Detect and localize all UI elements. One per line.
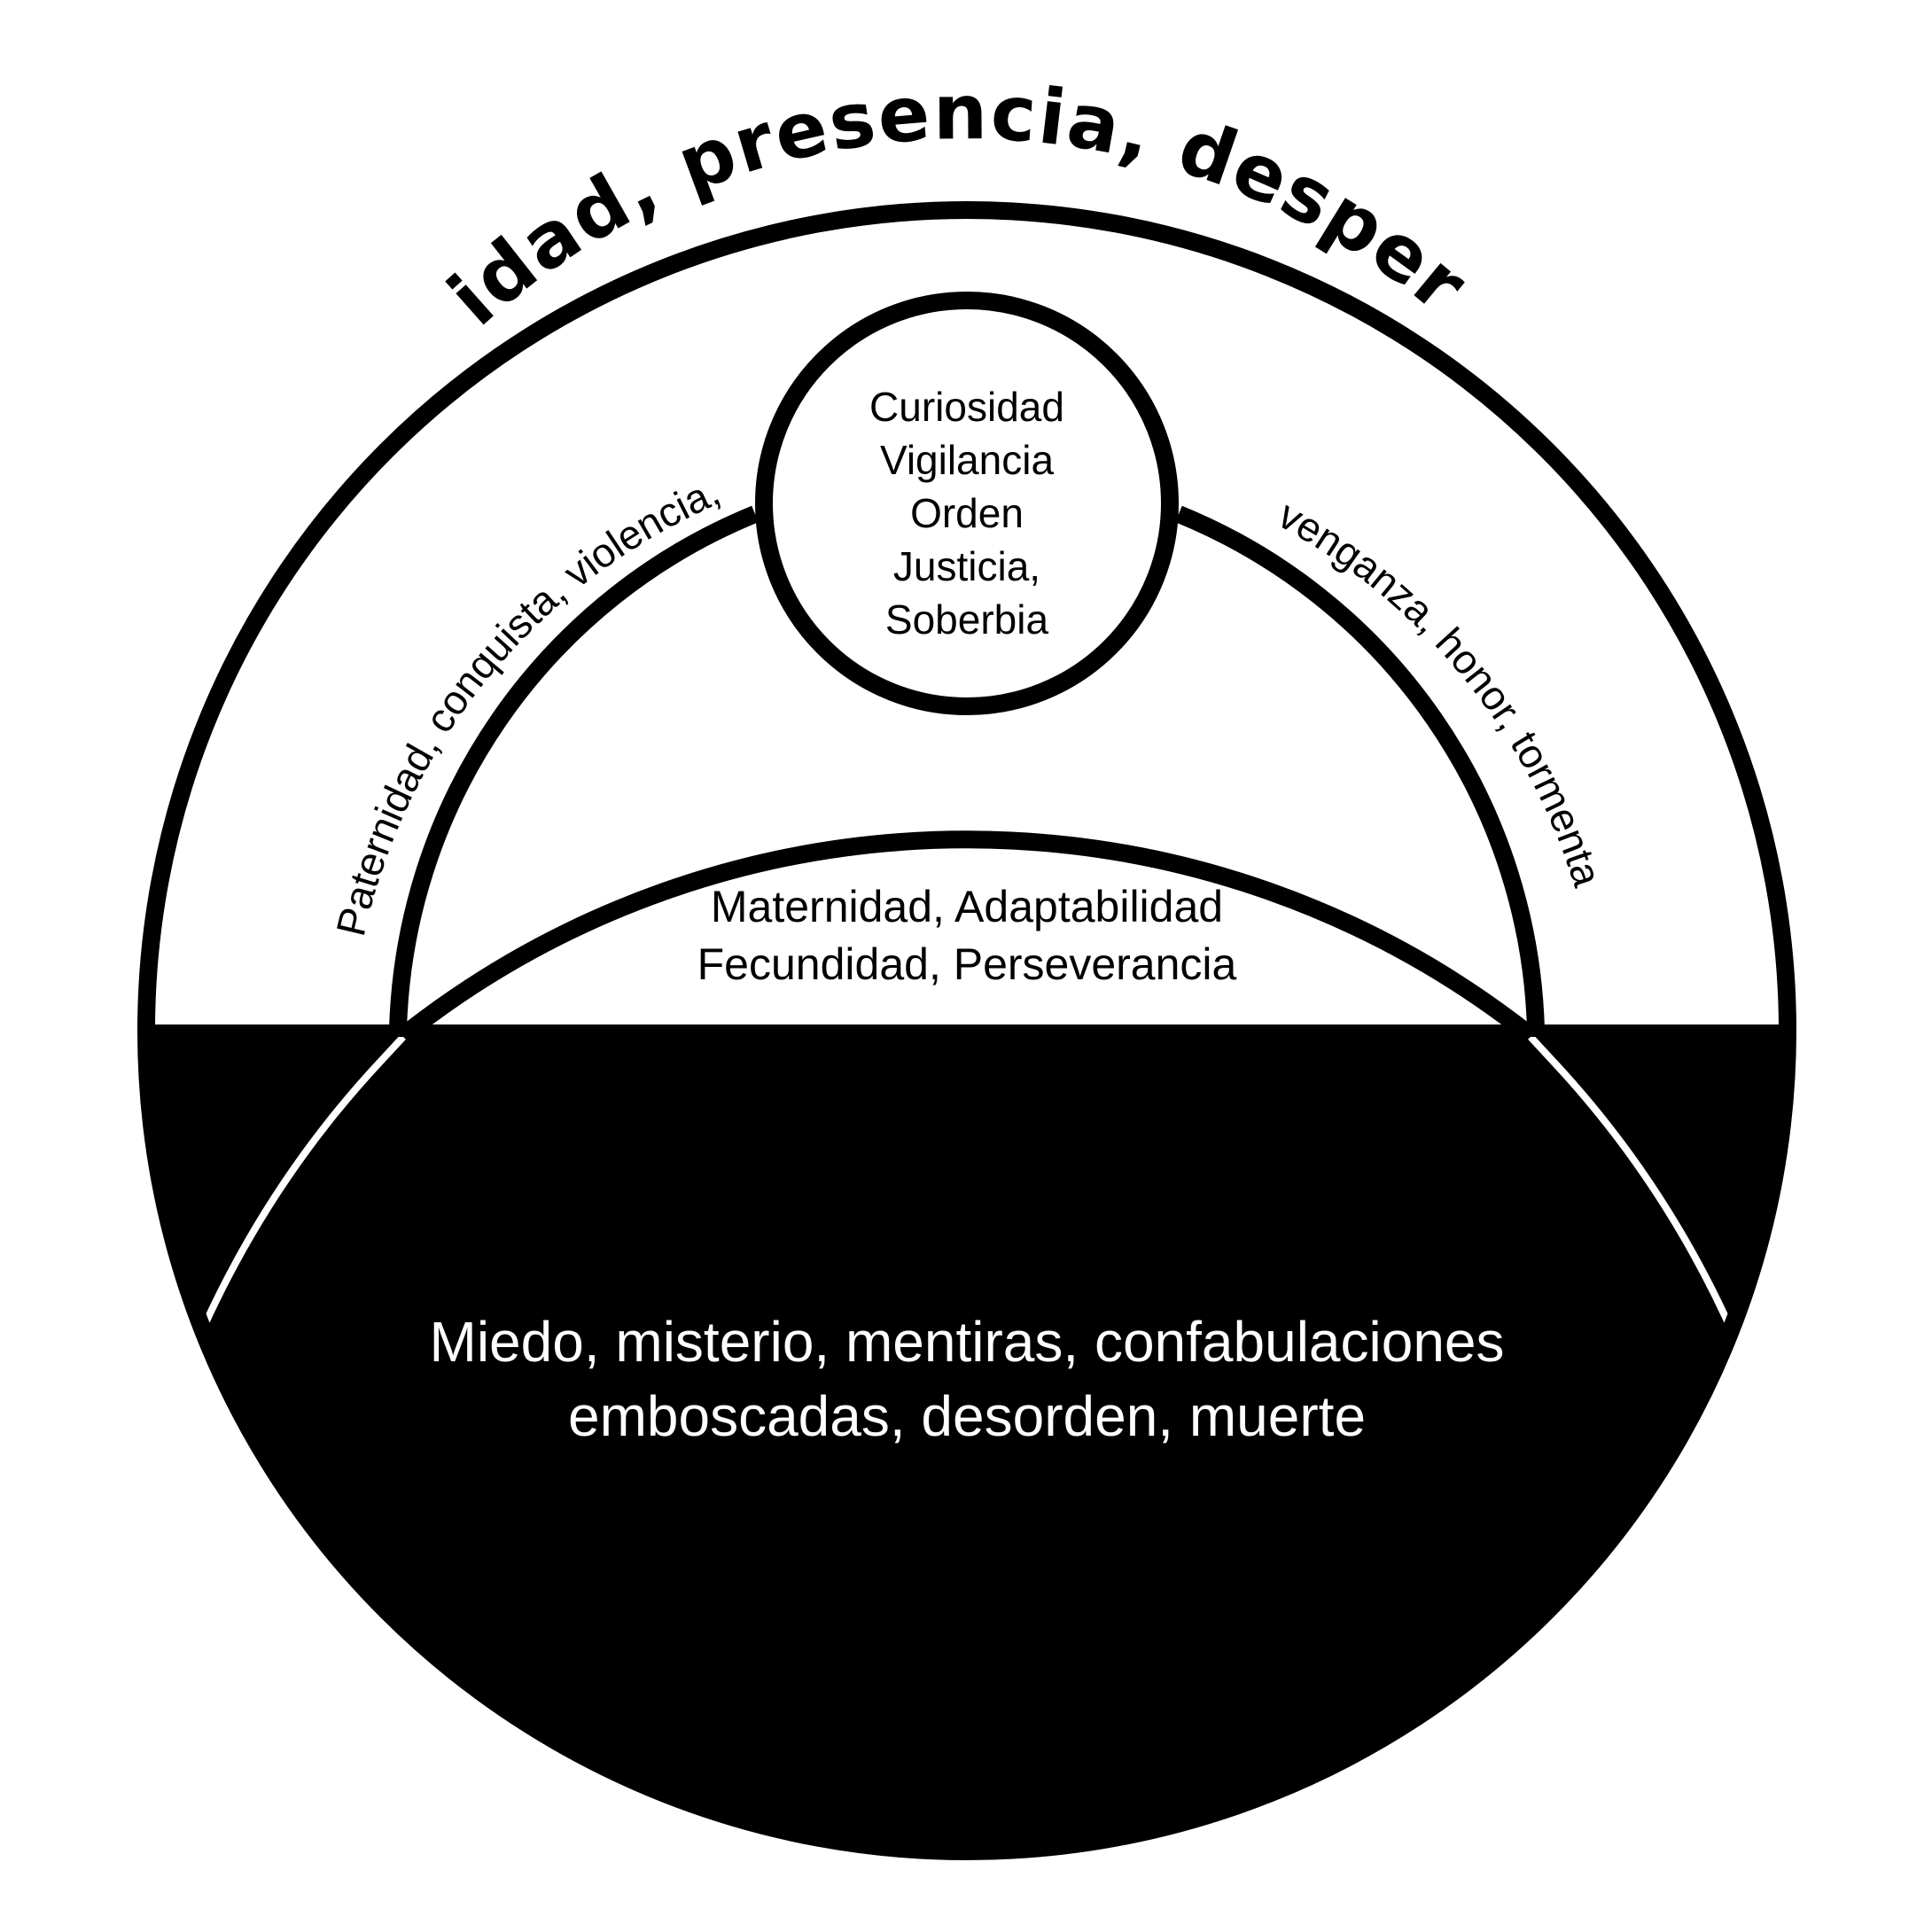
dome-ghost-left — [193, 1034, 406, 1344]
middle-line: Fecundidad, Perseverancia — [697, 939, 1237, 989]
center-line: Vigilancia — [880, 437, 1054, 483]
middle-dome — [403, 830, 1531, 1038]
center-circle — [755, 292, 1179, 715]
center-line: Justicia, — [893, 543, 1040, 589]
bottom-line: Miedo, misterio, mentiras, confabulacion… — [430, 1310, 1505, 1374]
bottom-line: emboscadas, desorden, muerte — [568, 1384, 1366, 1448]
center-line: Curiosidad — [869, 384, 1064, 430]
center-line: Orden — [910, 490, 1024, 536]
inner-arch-left — [389, 505, 759, 1032]
lower-half — [146, 1031, 1788, 1851]
dome-ghost-right — [1528, 1034, 1741, 1344]
inner-arch-right — [1175, 505, 1545, 1032]
center-line: Soberbia — [885, 596, 1049, 643]
middle-line: Maternidad, Adaptabilidad — [711, 882, 1223, 931]
